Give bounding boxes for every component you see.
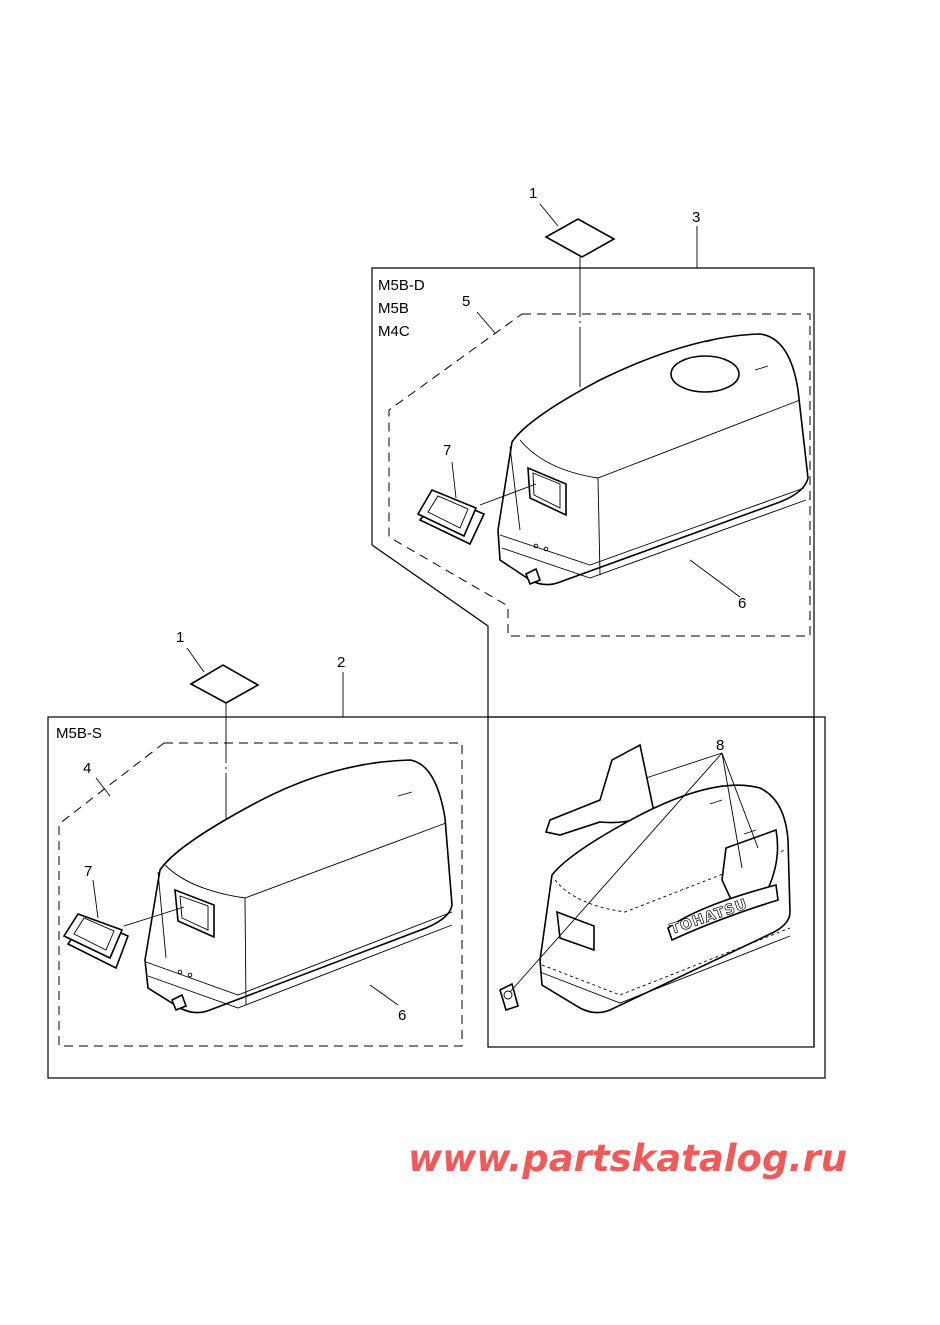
lower-assembly-frame [47, 716, 826, 1079]
lower-cover-set-outline [58, 742, 463, 1047]
lower-grommet-part [62, 913, 130, 970]
upper-cover-part [497, 333, 809, 586]
upper-grommet-leader [479, 483, 537, 506]
watermark: www.partskatalog.ru [408, 1137, 847, 1180]
sticker-leader [509, 752, 723, 993]
sticker-frame [487, 716, 815, 1048]
model-label: M5B-D [378, 277, 425, 294]
callout-number: 3 [692, 209, 700, 226]
model-label: M5B [378, 300, 409, 317]
sticker-leader [645, 752, 723, 779]
lower-cover-part [144, 759, 453, 1014]
callout-leader [95, 777, 111, 797]
sticker-detail: TOHATSU [499, 743, 791, 1014]
model-label: M4C [378, 323, 410, 340]
lower-decal-part [189, 664, 260, 704]
callout-number: 1 [176, 629, 184, 646]
callout-leader [539, 203, 559, 227]
lower-grommet-leader [92, 879, 99, 919]
callout-number: 5 [462, 293, 470, 310]
callout-leader [476, 311, 496, 334]
callout-number: 4 [83, 760, 91, 777]
upper-cover-leader [689, 559, 741, 598]
callout-number: 7 [443, 442, 451, 459]
callout-number: 1 [529, 185, 537, 202]
lower-cover-leader [369, 984, 399, 1006]
upper-grommet-leader [451, 461, 457, 499]
callout-number: 7 [84, 863, 92, 880]
sticker-leader [721, 752, 759, 849]
upper-cover-set-outline [388, 313, 811, 637]
callout-number: 6 [398, 1007, 406, 1024]
upper-assembly-frame [371, 267, 815, 1047]
callout-number: 8 [716, 737, 724, 754]
lower-grommet-leader [123, 906, 185, 927]
upper-decal-part [544, 218, 616, 258]
model-label: M5B-S [56, 725, 102, 742]
callout-leader [186, 647, 205, 673]
upper-grommet-part [416, 488, 486, 546]
callout-number: 2 [337, 654, 345, 671]
callout-number: 6 [738, 595, 746, 612]
sticker-leader [721, 752, 743, 869]
